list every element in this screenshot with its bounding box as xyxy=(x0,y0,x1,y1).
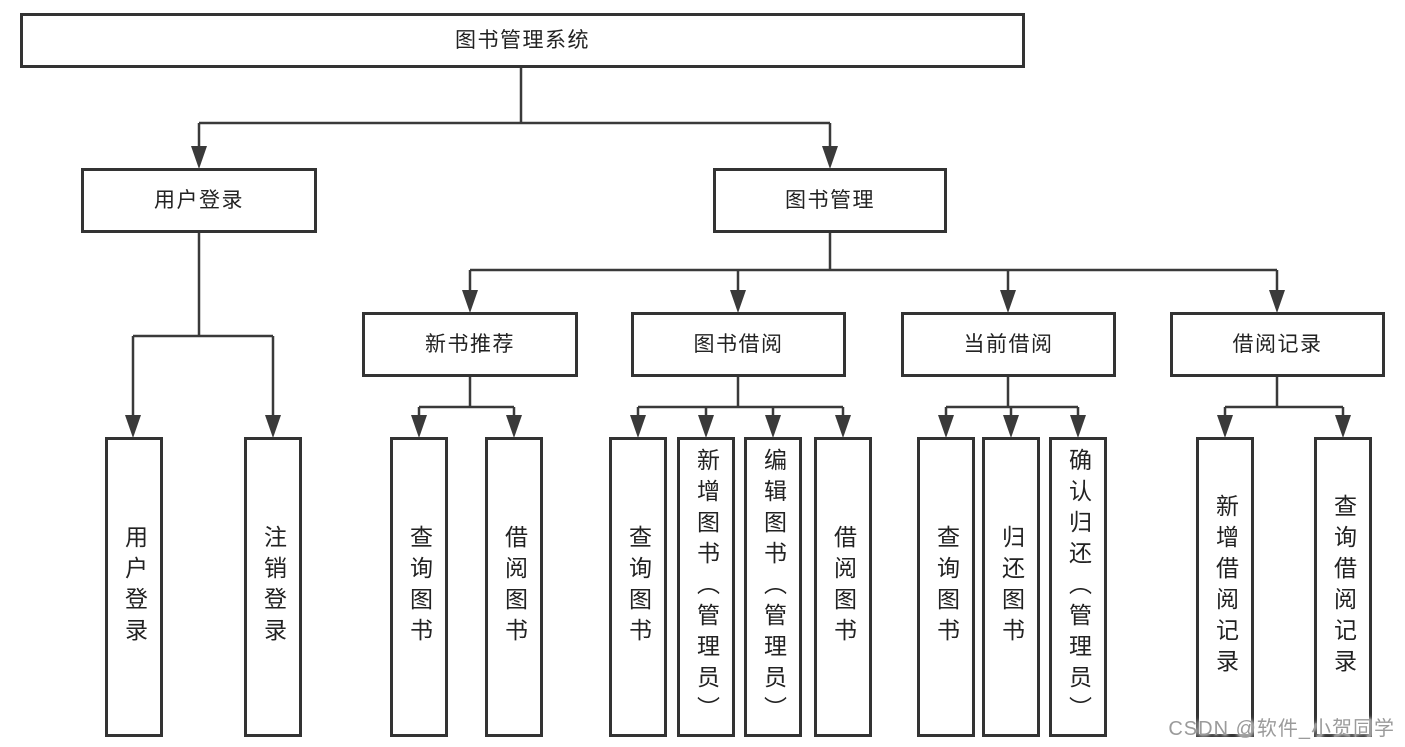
node-label: 图书管理系统 xyxy=(455,29,590,52)
connector-user-login-children xyxy=(125,233,281,438)
node-book-management: 图书管理 xyxy=(713,168,947,233)
connector-current-borrow-children xyxy=(938,377,1086,438)
leaf-label: 归还图书 xyxy=(998,525,1025,649)
node-label: 图书借阅 xyxy=(693,333,784,356)
leaf-user-login: 用户登录 xyxy=(105,437,163,737)
leaf-label: 查询图书 xyxy=(625,525,652,649)
leaf-label: 查询图书 xyxy=(406,525,433,649)
leaf-label: 借阅图书 xyxy=(830,525,857,649)
leaf-current-return-books: 归还图书 xyxy=(982,437,1040,737)
leaf-label: 查询借阅记录 xyxy=(1330,494,1357,680)
node-new-book-recommend: 新书推荐 xyxy=(362,312,578,377)
node-current-borrow: 当前借阅 xyxy=(901,312,1116,377)
leaf-label: 借阅图书 xyxy=(501,525,528,649)
leaf-borrow-add-books-admin: 新增图书（管理员） xyxy=(677,437,735,737)
node-book-borrow: 图书借阅 xyxy=(631,312,846,377)
leaf-label: 新增借阅记录 xyxy=(1212,494,1239,680)
leaf-label: 注销登录 xyxy=(260,525,287,649)
watermark: CSDN @软件_小贺同学 xyxy=(1168,718,1395,740)
node-label: 用户登录 xyxy=(154,189,244,212)
connector-borrow-records-children xyxy=(1217,377,1351,438)
connector-book-borrow-children xyxy=(630,377,851,438)
leaf-recommend-borrow-books: 借阅图书 xyxy=(485,437,543,737)
leaf-borrow-edit-books-admin: 编辑图书（管理员） xyxy=(744,437,802,737)
leaf-label: 用户登录 xyxy=(121,525,148,649)
node-user-login: 用户登录 xyxy=(81,168,317,233)
node-library-management-system: 图书管理系统 xyxy=(20,13,1025,68)
node-label: 新书推荐 xyxy=(425,333,515,356)
leaf-label: 查询图书 xyxy=(933,525,960,649)
leaf-logout-login: 注销登录 xyxy=(244,437,302,737)
leaf-label: 确认归还（管理员） xyxy=(1065,447,1092,727)
connector-book-management-children xyxy=(462,233,1285,313)
node-label: 借阅记录 xyxy=(1232,333,1323,356)
node-label: 当前借阅 xyxy=(963,333,1054,356)
connector-root-to-level2 xyxy=(191,68,838,169)
leaf-recommend-query-books: 查询图书 xyxy=(390,437,448,737)
leaf-borrow-borrow-books: 借阅图书 xyxy=(814,437,872,737)
leaf-records-query-borrow-record: 查询借阅记录 xyxy=(1314,437,1372,737)
leaf-current-query-books: 查询图书 xyxy=(917,437,975,737)
leaf-label: 编辑图书（管理员） xyxy=(760,447,787,727)
leaf-records-add-borrow-record: 新增借阅记录 xyxy=(1196,437,1254,737)
connector-new-book-recommend-children xyxy=(411,377,522,438)
node-borrow-records: 借阅记录 xyxy=(1170,312,1385,377)
leaf-current-confirm-return-admin: 确认归还（管理员） xyxy=(1049,437,1107,737)
leaf-label: 新增图书（管理员） xyxy=(693,447,720,727)
leaf-borrow-query-books: 查询图书 xyxy=(609,437,667,737)
node-label: 图书管理 xyxy=(785,189,875,212)
